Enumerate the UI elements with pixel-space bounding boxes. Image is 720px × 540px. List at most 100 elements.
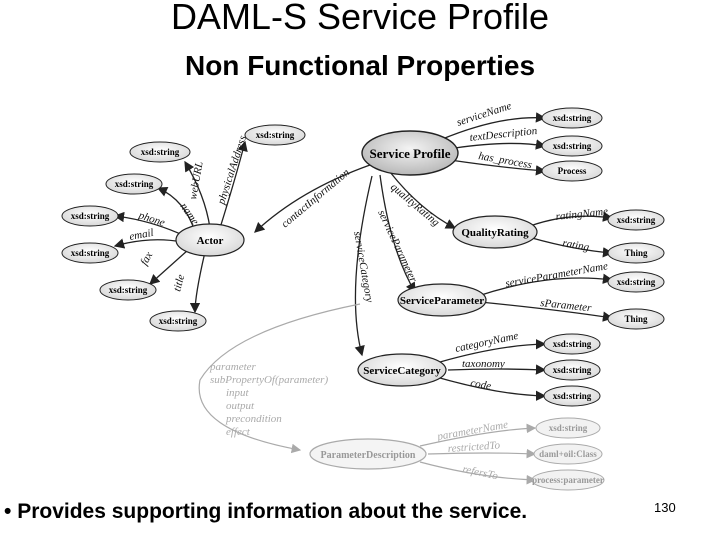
slide-title: DAML-S Service Profile bbox=[170, 0, 550, 37]
svg-text:xsd:string: xsd:string bbox=[617, 215, 656, 225]
node-parameter-description: ParameterDescription bbox=[309, 438, 427, 470]
label-textdescription: textDescription bbox=[469, 125, 538, 144]
node-xsd-string-email: xsd:string bbox=[61, 242, 119, 264]
slide-subtitle: Non Functional Properties bbox=[184, 50, 536, 81]
node-xsd-string-categoryname: xsd:string bbox=[543, 333, 601, 355]
edge-serviceparameter bbox=[379, 174, 416, 294]
bullet-text: • Provides supporting information about … bbox=[4, 500, 527, 524]
svg-text:Thing: Thing bbox=[624, 314, 648, 324]
label-rating: rating bbox=[561, 237, 590, 254]
label-email: email bbox=[128, 227, 154, 243]
label-restrictedto: restrictedTo bbox=[447, 439, 501, 455]
label-physicaladdress: physicalAddress bbox=[215, 134, 249, 207]
svg-text:ServiceCategory: ServiceCategory bbox=[363, 365, 441, 377]
label-ratingname: ratingName bbox=[555, 206, 609, 223]
node-service-parameter: ServiceParameter bbox=[397, 283, 487, 317]
node-xsd-string-fax: xsd:string bbox=[99, 279, 157, 301]
edge-title bbox=[189, 251, 206, 314]
edge-note-to-parameter bbox=[198, 303, 361, 454]
svg-text:xsd:string: xsd:string bbox=[553, 113, 592, 123]
svg-text:xsd:string: xsd:string bbox=[617, 277, 656, 287]
edge-servicecategory bbox=[354, 175, 373, 357]
label-qualityrating: qualityRating bbox=[388, 181, 442, 229]
svg-text:xsd:string: xsd:string bbox=[553, 391, 592, 401]
label-serviceparametername: serviceParameterName bbox=[504, 260, 608, 290]
svg-text:xsd:string: xsd:string bbox=[553, 365, 592, 375]
note-line: output bbox=[226, 400, 255, 412]
svg-text:xsd:string: xsd:string bbox=[553, 141, 592, 151]
svg-text:xsd:string: xsd:string bbox=[553, 339, 592, 349]
node-xsd-string-taxonomy: xsd:string bbox=[543, 359, 601, 381]
node-xsd-string-name: xsd:string bbox=[105, 173, 163, 195]
node-thing-rating: Thing bbox=[607, 242, 665, 264]
label-taxonomy: taxonomy bbox=[462, 358, 505, 370]
label-title: title bbox=[171, 273, 187, 293]
label-servicecategory: serviceCategory bbox=[351, 230, 375, 303]
edge-ratingname bbox=[529, 211, 614, 227]
label-code: code bbox=[469, 377, 492, 392]
node-service-category: ServiceCategory bbox=[357, 353, 447, 387]
label-fax: fax bbox=[138, 250, 155, 268]
svg-text:Thing: Thing bbox=[624, 248, 648, 258]
node-xsd-string-textdescription: xsd:string bbox=[541, 135, 603, 157]
edge-textdescription bbox=[454, 139, 547, 150]
edge-restrictedto bbox=[427, 448, 537, 459]
edge-servicename bbox=[439, 112, 547, 141]
node-daml-oil-class: daml+oil:Class bbox=[533, 443, 603, 465]
edge-fax bbox=[149, 249, 189, 285]
note-line: subPropertyOf(parameter) bbox=[210, 374, 328, 386]
node-xsd-string-code: xsd:string bbox=[543, 385, 601, 407]
label-weburl: webURL bbox=[187, 161, 206, 201]
svg-text:ParameterDescription: ParameterDescription bbox=[321, 450, 416, 461]
note-line: parameter bbox=[209, 361, 257, 373]
edge-qualityrating bbox=[389, 171, 457, 229]
node-xsd-string-ratingname: xsd:string bbox=[607, 209, 665, 231]
svg-text:xsd:string: xsd:string bbox=[71, 211, 110, 221]
edge-physicaladdress bbox=[219, 140, 248, 229]
note-line: effect bbox=[226, 426, 251, 438]
svg-text:daml+oil:Class: daml+oil:Class bbox=[539, 449, 597, 459]
node-xsd-string-physicaladdress: xsd:string bbox=[244, 124, 306, 146]
node-service-profile: Service Profile bbox=[361, 130, 459, 176]
svg-text:Actor: Actor bbox=[197, 235, 224, 247]
edge-serviceparametername bbox=[477, 273, 614, 297]
label-contactinformation: contactInformation bbox=[279, 166, 352, 230]
node-process: Process bbox=[541, 160, 603, 182]
edge-has-process bbox=[449, 159, 547, 176]
svg-text:Service Profile: Service Profile bbox=[370, 146, 451, 161]
node-thing-sparameter: Thing bbox=[607, 308, 665, 330]
edge-refersto bbox=[419, 461, 537, 485]
svg-text:xsd:string: xsd:string bbox=[141, 147, 180, 157]
label-name: name bbox=[178, 201, 202, 227]
label-refersto: refersTo bbox=[461, 463, 499, 482]
edge-parametername bbox=[419, 423, 537, 447]
svg-text:Process: Process bbox=[558, 166, 587, 176]
node-actor: Actor bbox=[175, 223, 245, 257]
parameter-note: parameter subPropertyOf(parameter) input… bbox=[209, 361, 328, 438]
edge-rating bbox=[531, 237, 614, 258]
svg-text:xsd:string: xsd:string bbox=[256, 130, 295, 140]
note-line: precondition bbox=[225, 413, 282, 425]
edge-weburl bbox=[184, 160, 211, 229]
edge-taxonomy bbox=[447, 364, 547, 375]
edge-email bbox=[113, 238, 183, 249]
bullet-marker: • bbox=[4, 500, 12, 523]
svg-text:xsd:string: xsd:string bbox=[71, 248, 110, 258]
svg-text:QualityRating: QualityRating bbox=[461, 227, 529, 239]
node-xsd-string-phone: xsd:string bbox=[61, 205, 119, 227]
svg-text:process:parameter: process:parameter bbox=[532, 475, 604, 485]
node-xsd-string-serviceparametername: xsd:string bbox=[607, 271, 665, 293]
svg-text:xsd:string: xsd:string bbox=[159, 316, 198, 326]
label-serviceparameter: serviceParameter bbox=[375, 208, 419, 285]
node-process-parameter: process:parameter bbox=[531, 469, 605, 491]
node-xsd-string-parametername: xsd:string bbox=[535, 417, 601, 439]
svg-text:ServiceParameter: ServiceParameter bbox=[400, 295, 484, 307]
edge-code bbox=[439, 377, 547, 401]
label-has-process: has_process bbox=[477, 150, 532, 171]
node-quality-rating: QualityRating bbox=[452, 215, 538, 249]
edge-categoryname bbox=[439, 339, 547, 363]
node-xsd-string-title: xsd:string bbox=[149, 310, 207, 332]
bullet-content: Provides supporting information about th… bbox=[17, 500, 528, 523]
svg-text:xsd:string: xsd:string bbox=[549, 423, 588, 433]
